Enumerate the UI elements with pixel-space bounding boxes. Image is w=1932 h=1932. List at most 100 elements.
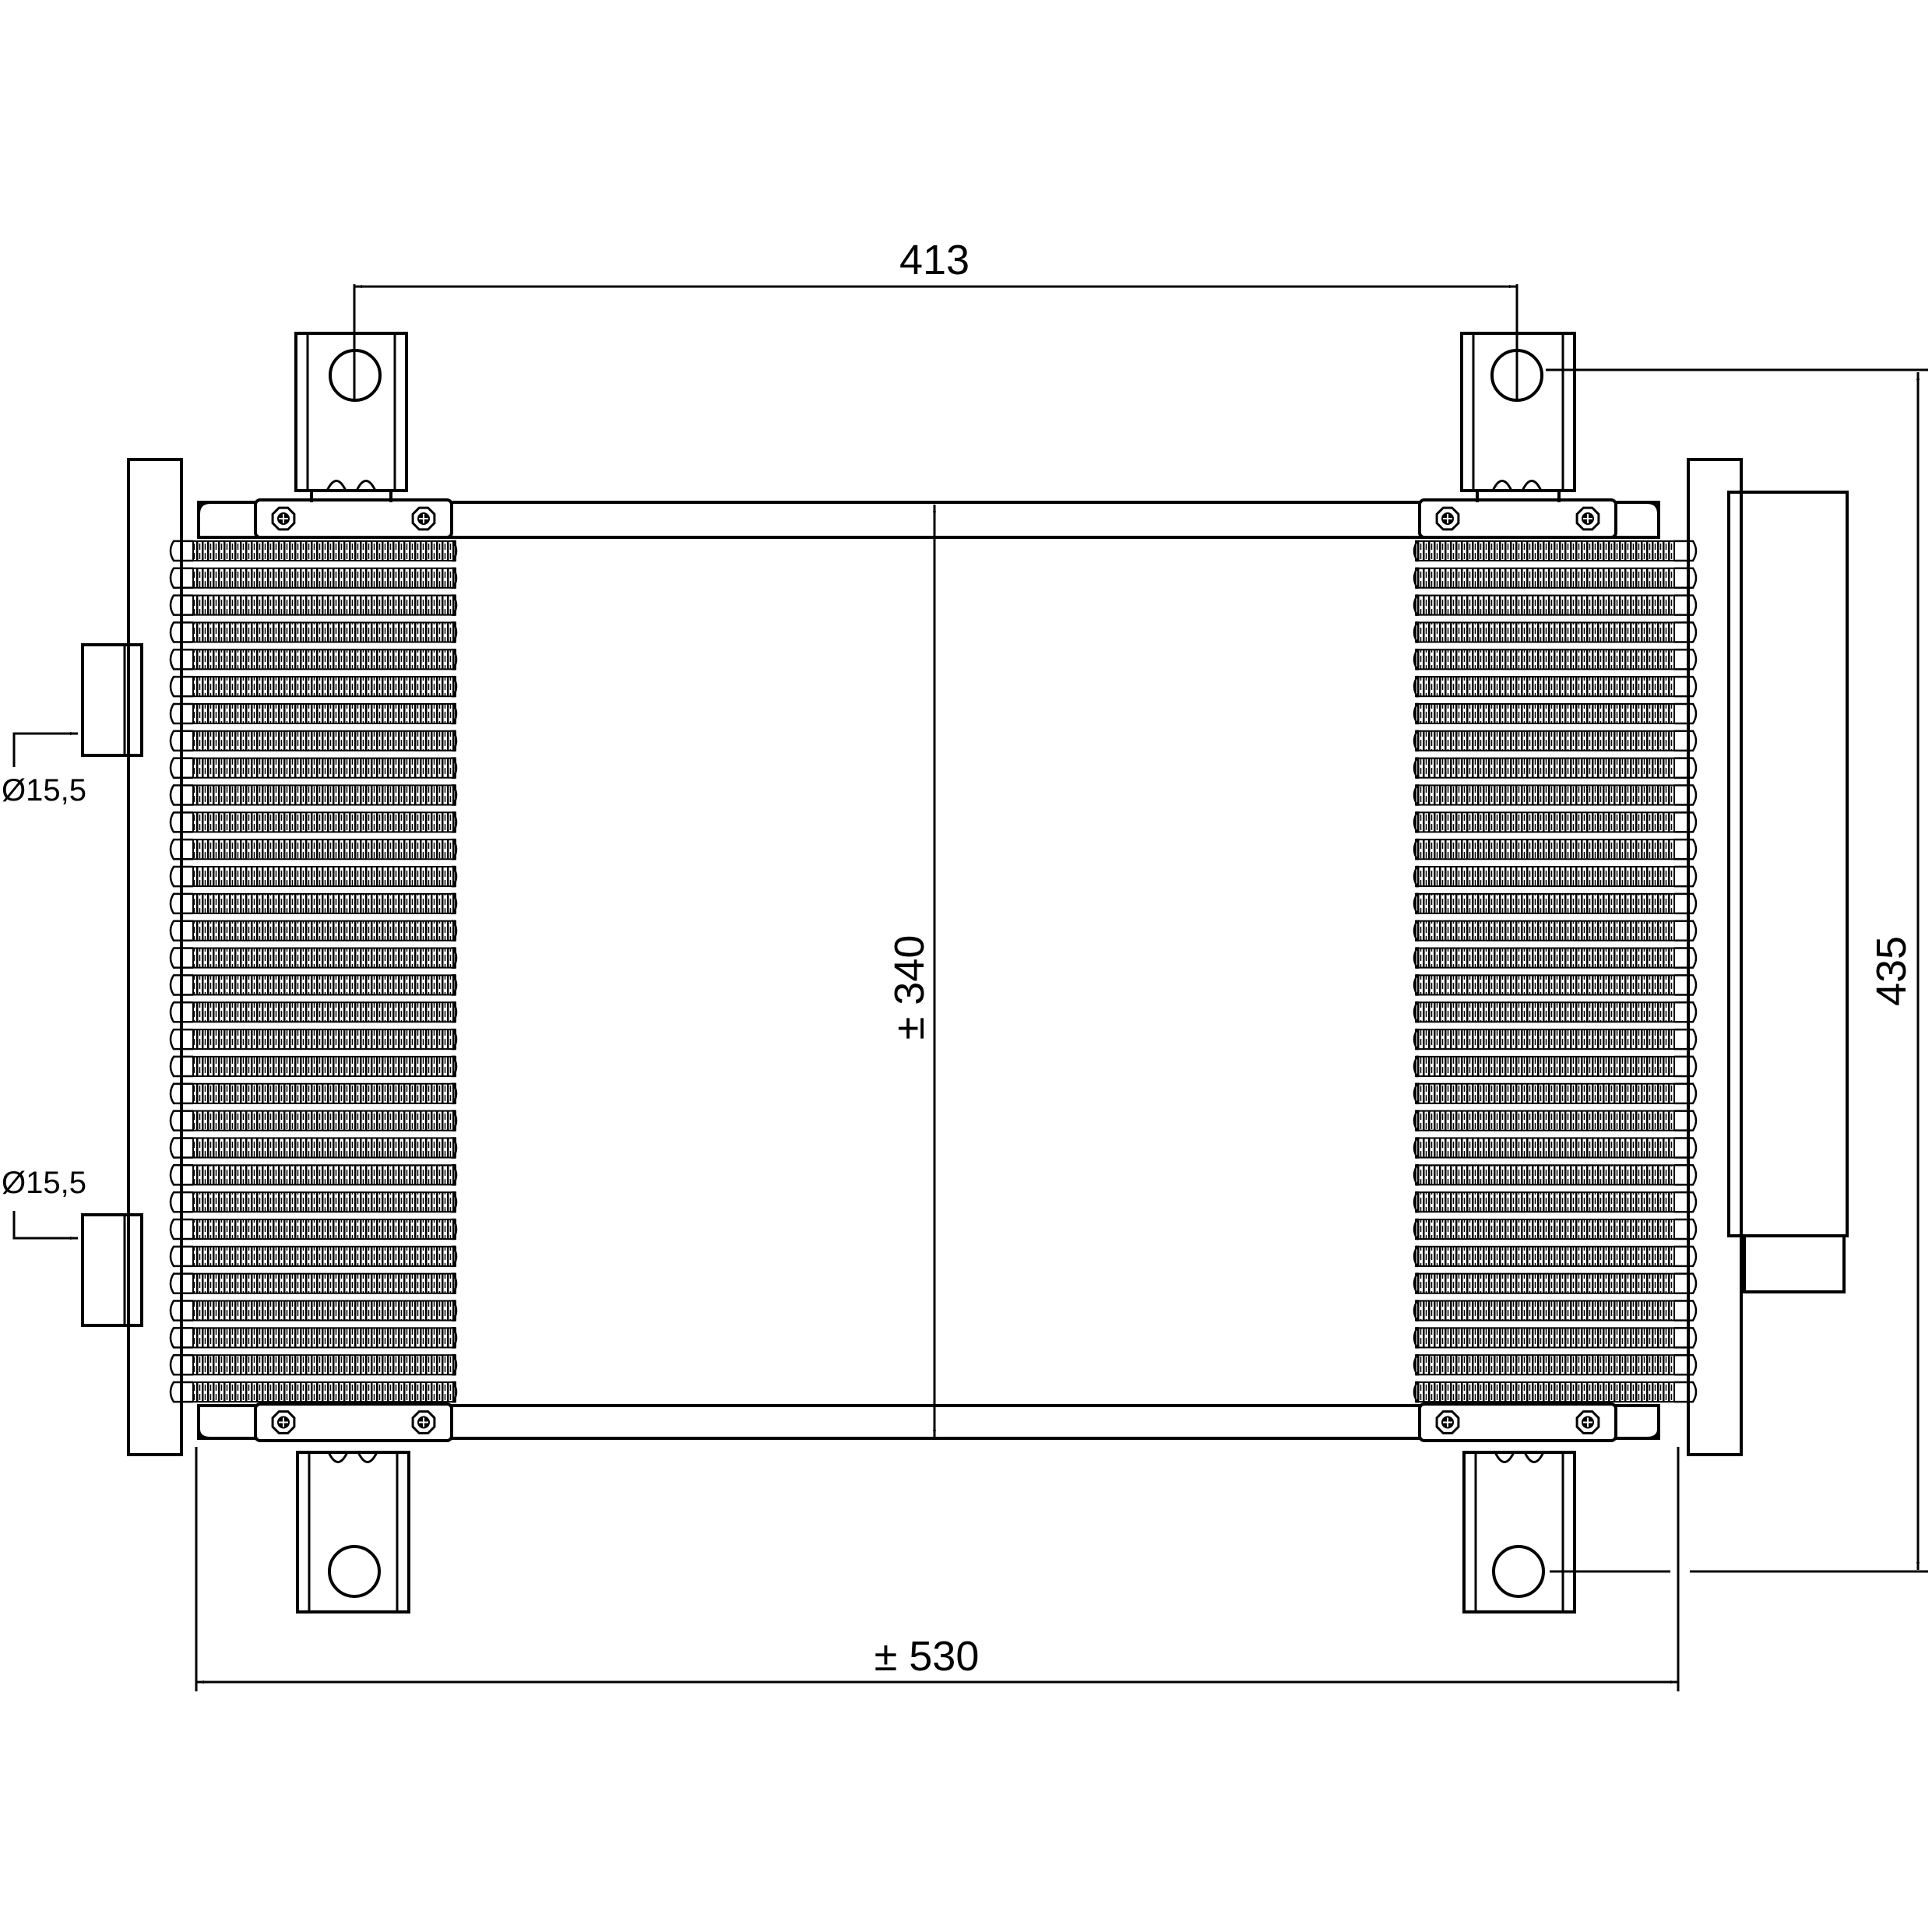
fin-row	[192, 920, 456, 941]
tube-end	[1674, 1272, 1698, 1294]
mount-plate	[254, 1402, 453, 1442]
fin-row	[192, 757, 456, 779]
fin-row	[1415, 649, 1675, 670]
tube-end	[169, 567, 193, 589]
bracket-bottom-left	[296, 1451, 410, 1614]
fin-row	[1415, 1300, 1675, 1321]
fin-row	[1415, 892, 1675, 914]
fin-row	[1415, 1029, 1675, 1050]
fin-row	[1415, 567, 1675, 589]
tube-end	[1674, 1327, 1698, 1349]
tube-end	[451, 649, 458, 670]
receiver-drier	[1727, 491, 1849, 1293]
tube-end	[1413, 865, 1420, 888]
fin-row	[1415, 1137, 1675, 1159]
tube-end	[451, 730, 458, 752]
screw	[1435, 1410, 1460, 1434]
fin-row	[192, 947, 456, 969]
tube-end	[1413, 784, 1420, 806]
tube-end	[1674, 865, 1698, 888]
fin-row	[192, 1381, 456, 1403]
tube-end	[169, 757, 193, 779]
tube-end	[451, 1082, 458, 1105]
mount-plate	[254, 498, 453, 539]
inlet-pipe-stub	[81, 643, 143, 757]
tube-end	[1674, 1245, 1698, 1268]
tube-end	[1674, 702, 1698, 725]
tube-end	[169, 1055, 193, 1078]
fin-row	[1415, 1327, 1675, 1349]
fin-row	[192, 702, 456, 725]
fin-row	[1415, 839, 1675, 860]
tube-end	[451, 1218, 458, 1240]
tube-end	[451, 594, 458, 616]
fin-row	[192, 811, 456, 833]
tube-end	[169, 1164, 193, 1186]
fin-row	[1415, 594, 1675, 616]
dim-bracket-spacing: 413	[353, 237, 1519, 401]
tube-end	[451, 1001, 458, 1023]
fin-row	[192, 866, 456, 888]
fin-row	[1415, 1354, 1675, 1376]
tube-end	[1413, 649, 1420, 670]
outlet-diameter-callout: Ø15,5	[2, 1166, 86, 1240]
fin-row	[192, 892, 456, 914]
tube-end	[169, 1001, 193, 1023]
tube-end	[1674, 1028, 1698, 1050]
tube-end	[1413, 594, 1420, 616]
fin-row	[1415, 1164, 1675, 1186]
tube-end	[1674, 1300, 1698, 1321]
screw	[1575, 1410, 1600, 1434]
tube-end	[1674, 1191, 1698, 1213]
inlet-diameter-callout: Ø15,5	[2, 732, 86, 808]
tube-end	[1674, 1055, 1698, 1078]
right-header-tank	[1687, 458, 1743, 1456]
tube-end	[1413, 1381, 1420, 1403]
tube-end	[1674, 1381, 1698, 1403]
tube-end	[451, 784, 458, 806]
tube-end	[1413, 1164, 1420, 1186]
fin-row	[192, 1300, 456, 1321]
tube-end	[1413, 1001, 1420, 1023]
tube-end	[169, 1353, 193, 1376]
tube-end	[1413, 567, 1420, 589]
fin-row	[192, 1137, 456, 1159]
tube-end	[1413, 1327, 1420, 1349]
tube-end	[169, 621, 193, 643]
fin-row	[1415, 1218, 1675, 1240]
dim-overall-width-label: ± 530	[875, 1633, 980, 1680]
bracket-top-left	[294, 332, 408, 502]
tube-end	[451, 1327, 458, 1349]
tube-end	[1413, 892, 1420, 915]
fin-row	[192, 1218, 456, 1240]
fin-row	[1415, 1381, 1675, 1403]
fin-row	[192, 1110, 456, 1131]
tube-end	[451, 1272, 458, 1294]
fin-row	[192, 1029, 456, 1050]
fin-row	[1415, 702, 1675, 725]
tube-end	[1674, 947, 1698, 969]
tube-end	[169, 1300, 193, 1321]
tube-end	[169, 1218, 193, 1240]
fin-row	[1415, 811, 1675, 833]
tube-end	[1674, 920, 1698, 942]
tube-end	[1674, 892, 1698, 915]
tube-end	[451, 865, 458, 888]
tube-end	[169, 974, 193, 996]
tube-end	[169, 784, 193, 806]
fin-row	[192, 1191, 456, 1213]
dim-overall-width: ± 530	[195, 1447, 1680, 1691]
dim-overall-height: 435	[1546, 368, 1928, 1573]
mount-plates	[254, 498, 1617, 1442]
tube-end	[169, 1381, 193, 1403]
tube-end	[1674, 1164, 1698, 1186]
tube-end	[1674, 1137, 1698, 1159]
tube-end	[1674, 594, 1698, 616]
tube-end	[1413, 947, 1420, 969]
tube-end	[169, 1137, 193, 1159]
dim-overall-height-label: 435	[1868, 936, 1915, 1006]
tube-end	[451, 675, 458, 698]
tube-end	[451, 1191, 458, 1213]
screw	[271, 1410, 296, 1434]
